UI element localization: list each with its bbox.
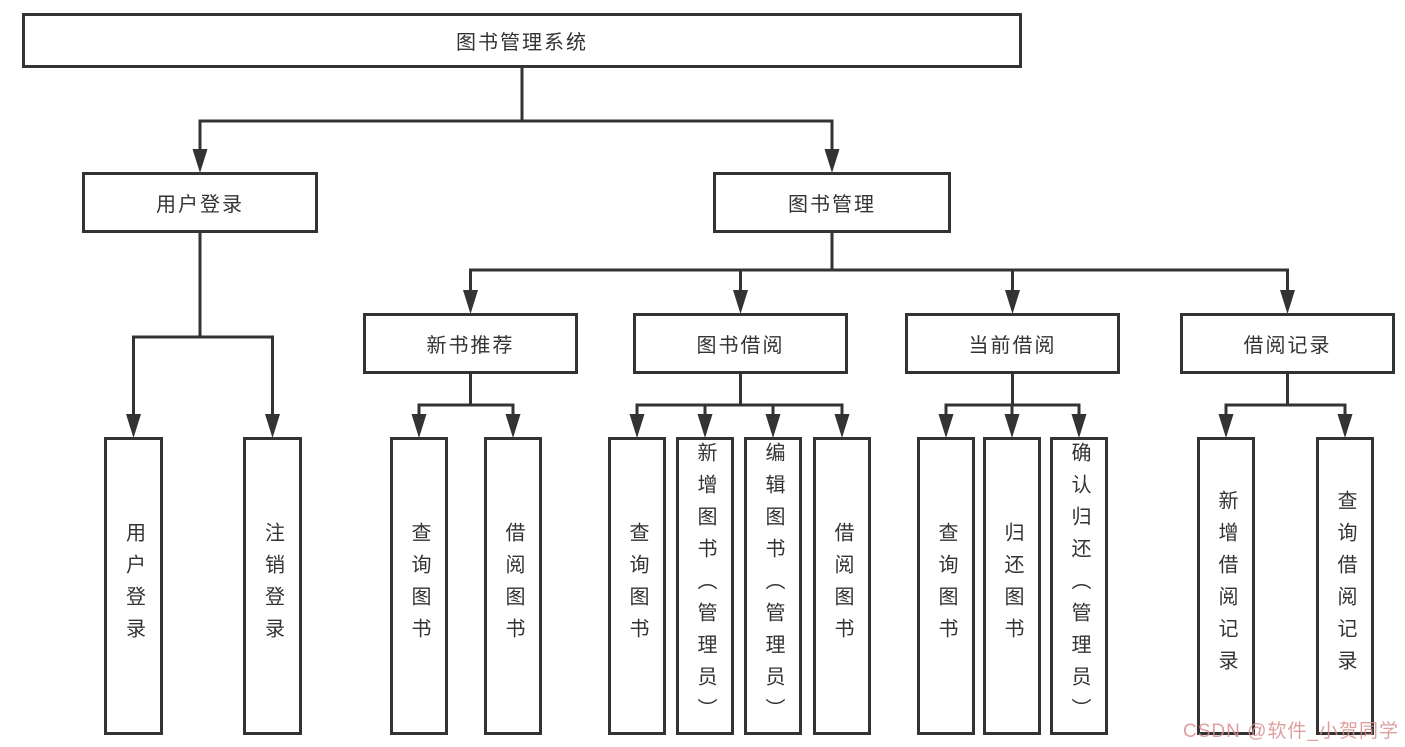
arrowhead-icon <box>1218 414 1234 438</box>
node-leaf-query-borrow-record-label: 查询借阅记录 <box>1334 490 1356 682</box>
connector-line <box>417 372 515 418</box>
arrowhead-icon <box>733 290 748 314</box>
node-leaf-logout: 注销登录 <box>243 437 302 735</box>
connector-line <box>1224 372 1347 418</box>
connector-line <box>132 231 274 418</box>
node-library-system: 图书管理系统 <box>22 13 1022 68</box>
connector-root <box>192 66 840 173</box>
node-leaf-confirm-return-admin-label: 确认归还（管理员） <box>1068 442 1090 730</box>
connector-user-login <box>126 231 280 438</box>
node-book-borrowing-label: 图书借阅 <box>696 335 785 357</box>
node-new-book-recommend: 新书推荐 <box>363 313 578 374</box>
connector-new-book-rec <box>411 372 521 438</box>
node-current-borrowing: 当前借阅 <box>905 313 1120 374</box>
node-leaf-add-books-admin-label: 新增图书（管理员） <box>694 442 716 730</box>
connector-line <box>198 66 834 153</box>
arrowhead-icon <box>505 414 521 438</box>
arrowhead-icon <box>629 414 645 438</box>
node-leaf-user-login-label: 用户登录 <box>122 522 145 650</box>
connector-book-mgmt <box>463 231 1295 314</box>
node-leaf-query-borrow-record: 查询借阅记录 <box>1316 437 1374 735</box>
node-leaf-confirm-return-admin: 确认归还（管理员） <box>1050 437 1108 735</box>
node-leaf-add-borrow-record-label: 新增借阅记录 <box>1215 490 1237 682</box>
node-leaf-edit-books-admin-label: 编辑图书（管理员） <box>762 442 784 730</box>
connector-book-borrow <box>629 372 850 438</box>
node-leaf-borrow-books-recommend-label: 借阅图书 <box>502 522 524 650</box>
arrowhead-icon <box>411 414 427 438</box>
node-leaf-add-books-admin: 新增图书（管理员） <box>676 437 734 735</box>
arrowhead-icon <box>1004 414 1020 438</box>
node-leaf-query-books-borrowing: 查询图书 <box>608 437 666 735</box>
node-book-management: 图书管理 <box>713 172 951 233</box>
node-new-book-recommend-label: 新书推荐 <box>426 335 515 357</box>
arrowhead-icon <box>463 290 478 314</box>
node-leaf-user-login: 用户登录 <box>104 437 163 735</box>
arrowhead-icon <box>192 149 208 173</box>
connector-line <box>944 372 1081 418</box>
node-user-login-label: 用户登录 <box>156 194 244 216</box>
node-leaf-return-books-label: 归还图书 <box>1001 522 1023 650</box>
node-leaf-return-books: 归还图书 <box>983 437 1041 735</box>
arrowhead-icon <box>1071 414 1087 438</box>
node-leaf-query-books-current: 查询图书 <box>917 437 975 735</box>
node-leaf-borrow-books-borrowing: 借阅图书 <box>813 437 871 735</box>
connector-current-borrow <box>938 372 1087 438</box>
node-leaf-logout-label: 注销登录 <box>261 522 284 650</box>
node-user-login: 用户登录 <box>82 172 318 233</box>
node-current-borrowing-label: 当前借阅 <box>968 335 1057 357</box>
node-leaf-add-borrow-record: 新增借阅记录 <box>1197 437 1255 735</box>
arrowhead-icon <box>1280 290 1295 314</box>
node-book-management-label: 图书管理 <box>788 194 876 216</box>
csdn-watermark: CSDN @软件_小贺同学 <box>1183 721 1399 742</box>
arrowhead-icon <box>1337 414 1353 438</box>
node-leaf-borrow-books-borrowing-label: 借阅图书 <box>831 522 853 650</box>
node-leaf-query-books-current-label: 查询图书 <box>935 522 957 650</box>
arrowhead-icon <box>697 414 713 438</box>
node-library-system-label: 图书管理系统 <box>456 32 588 54</box>
node-leaf-query-books-recommend-label: 查询图书 <box>408 522 430 650</box>
connector-borrow-records <box>1218 372 1353 438</box>
node-borrow-records: 借阅记录 <box>1180 313 1395 374</box>
node-book-borrowing: 图书借阅 <box>633 313 848 374</box>
node-leaf-edit-books-admin: 编辑图书（管理员） <box>744 437 802 735</box>
node-leaf-query-books-recommend: 查询图书 <box>390 437 448 735</box>
arrowhead-icon <box>938 414 954 438</box>
connector-line <box>635 372 844 418</box>
arrowhead-icon <box>824 149 840 173</box>
arrowhead-icon <box>1005 290 1020 314</box>
connector-line <box>469 231 1289 294</box>
arrowhead-icon <box>265 414 280 438</box>
arrowhead-icon <box>834 414 850 438</box>
node-borrow-records-label: 借阅记录 <box>1243 335 1332 357</box>
node-leaf-query-books-borrowing-label: 查询图书 <box>626 522 648 650</box>
arrowhead-icon <box>126 414 141 438</box>
node-leaf-borrow-books-recommend: 借阅图书 <box>484 437 542 735</box>
arrowhead-icon <box>765 414 781 438</box>
